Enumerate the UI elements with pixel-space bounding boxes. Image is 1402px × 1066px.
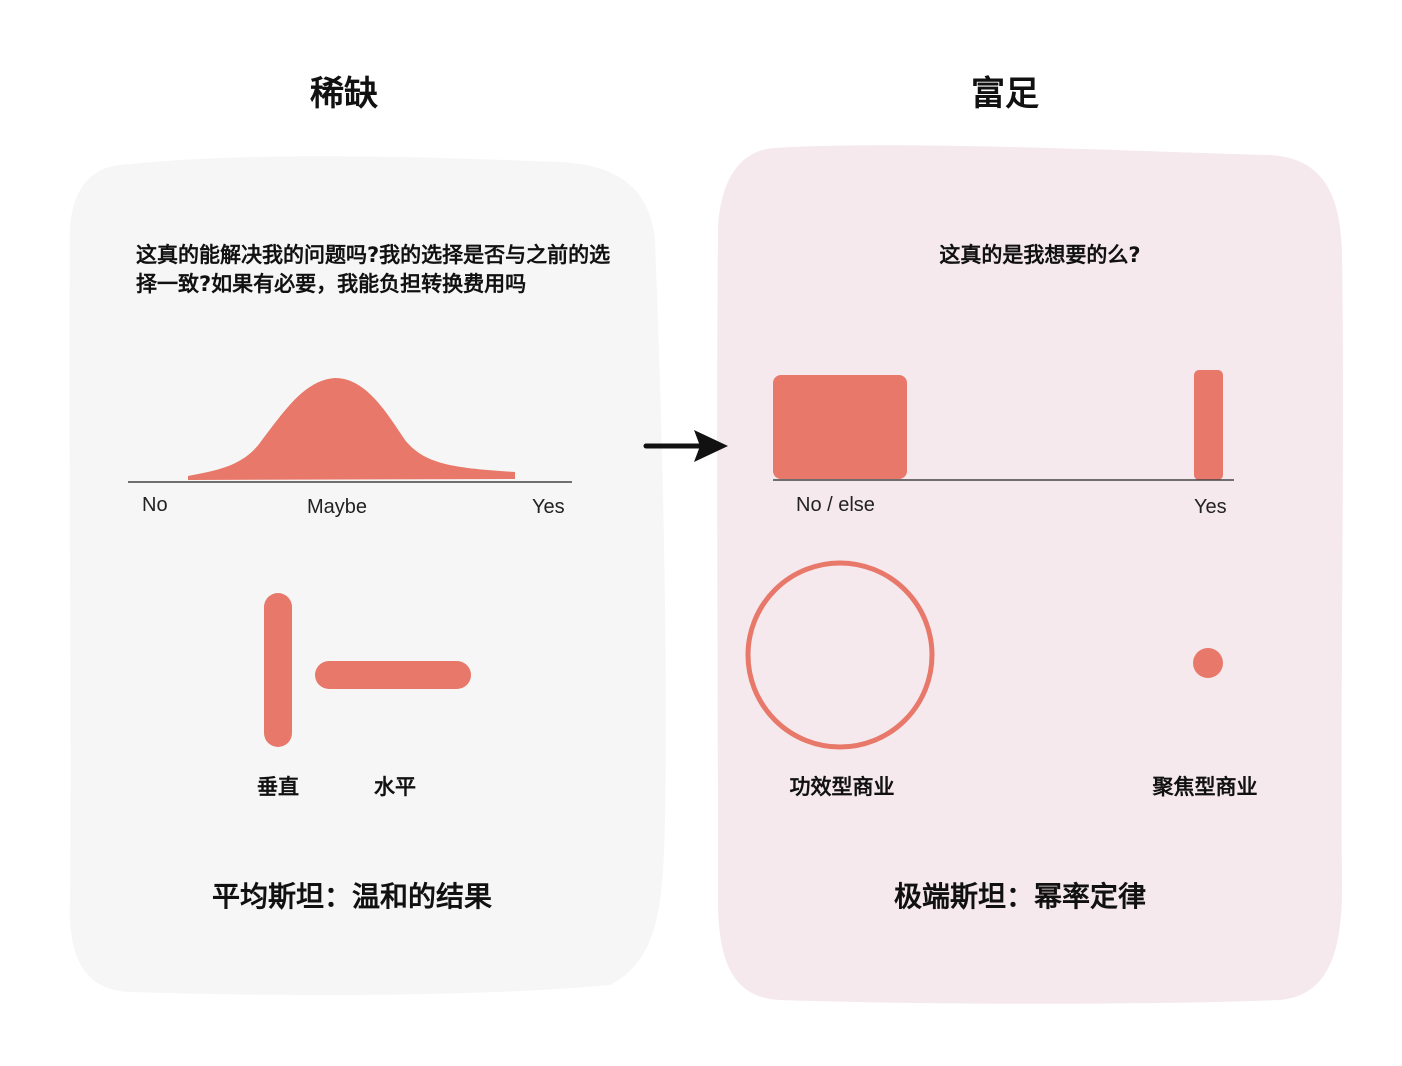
left-panel bbox=[69, 156, 666, 996]
axis-label-yes-right: Yes bbox=[1194, 496, 1227, 518]
left-title: 稀缺 bbox=[310, 74, 378, 114]
no-else-block bbox=[773, 375, 907, 479]
axis-label-maybe: Maybe bbox=[307, 496, 368, 518]
left-conclusion: 平均斯坦：温和的结果 bbox=[211, 880, 492, 913]
axis-label-no-else: No / else bbox=[796, 494, 875, 516]
axis-label-yes: Yes bbox=[532, 496, 565, 518]
right-question: 这真的是我想要的么? bbox=[939, 243, 1141, 267]
efficacy-label: 功效型商业 bbox=[789, 775, 895, 799]
focus-label: 聚焦型商业 bbox=[1152, 775, 1258, 799]
horizontal-label: 水平 bbox=[374, 775, 416, 799]
bell-curve bbox=[188, 378, 515, 480]
vertical-bar bbox=[264, 593, 292, 747]
left-question: 这真的能解决我的问题吗?我的选择是否与之前的选择一致?如果有必要，我能负担转换费… bbox=[136, 243, 611, 296]
right-conclusion: 极端斯坦：幂率定律 bbox=[893, 880, 1146, 913]
yes-bar bbox=[1194, 370, 1223, 480]
vertical-label: 垂直 bbox=[257, 775, 299, 799]
efficacy-circle bbox=[745, 560, 935, 750]
focus-dot bbox=[1193, 648, 1223, 678]
arrow-icon bbox=[643, 430, 728, 462]
right-title: 富足 bbox=[971, 74, 1039, 114]
axis-label-no: No bbox=[142, 494, 168, 516]
horizontal-bar bbox=[315, 661, 471, 689]
right-panel bbox=[717, 145, 1343, 1004]
